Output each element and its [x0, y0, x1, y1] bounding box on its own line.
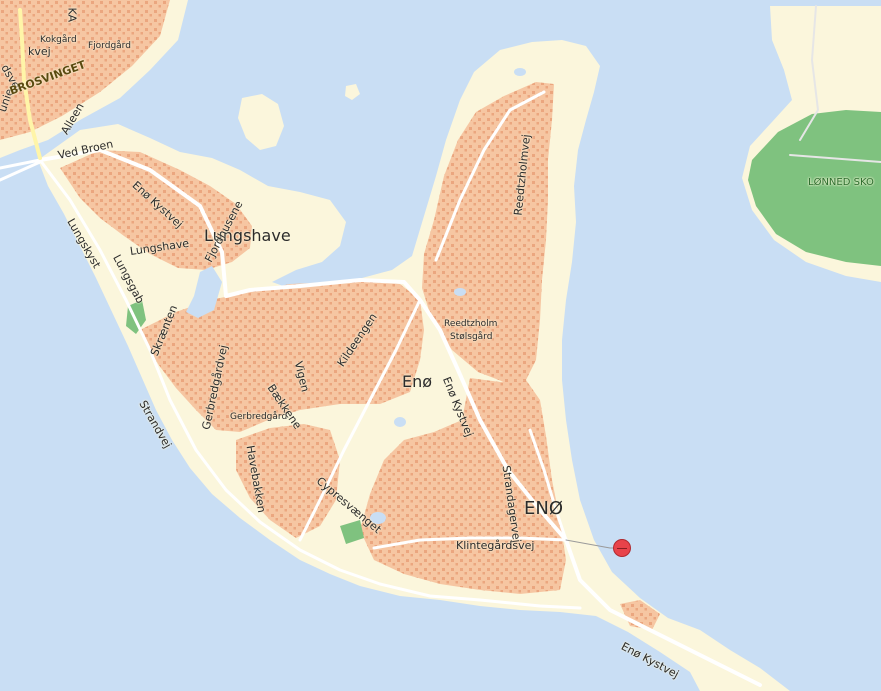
urban-se — [620, 600, 660, 630]
urban-nw-town — [0, 0, 170, 140]
road-cypresvaenget — [298, 298, 422, 542]
label-gerbredgard: Gerbredgård — [230, 412, 288, 422]
road-eno-kystvej — [38, 148, 762, 687]
green-patch-2 — [340, 520, 364, 544]
lake-2 — [394, 417, 406, 427]
roads — [0, 5, 881, 687]
lake-4 — [514, 68, 526, 76]
label-eno-big: ENØ — [524, 498, 564, 519]
label-klintegardsvej: Klintegårdsvej — [456, 539, 535, 552]
urban-lungshave — [60, 150, 252, 270]
land-fjordhusene — [230, 236, 300, 266]
road-lungskyst — [38, 158, 582, 610]
label-stolsgard: Stølsgård — [450, 332, 493, 342]
islet-small — [345, 84, 360, 100]
label-kvej: kvej — [28, 45, 51, 58]
label-lonned-skov: LØNNED SKO — [808, 177, 874, 188]
label-fjordgard: Fjordgård — [88, 41, 131, 51]
urban-north — [422, 82, 554, 382]
label-lungshave-area: Lungshave — [204, 226, 291, 245]
road-reedtzholmvej — [434, 90, 546, 262]
road-lonned — [789, 5, 881, 163]
lagoon — [186, 266, 222, 318]
label-reedtzholm: Reedtzholm — [444, 319, 498, 329]
lake-3 — [370, 512, 386, 524]
label-kokgard: Kokgård — [40, 35, 77, 45]
road-ved-broen — [0, 158, 42, 182]
label-eno: Enø — [402, 372, 433, 391]
urban-central — [140, 280, 424, 432]
road-klintegardsvej — [372, 536, 568, 550]
road-brosvinget — [18, 8, 42, 160]
forest-lonned — [748, 110, 881, 266]
location-marker[interactable] — [613, 539, 631, 557]
road-strandagervej — [528, 428, 568, 542]
islet — [238, 94, 284, 150]
label-ka: KA — [65, 7, 79, 23]
lake-1 — [454, 288, 466, 296]
